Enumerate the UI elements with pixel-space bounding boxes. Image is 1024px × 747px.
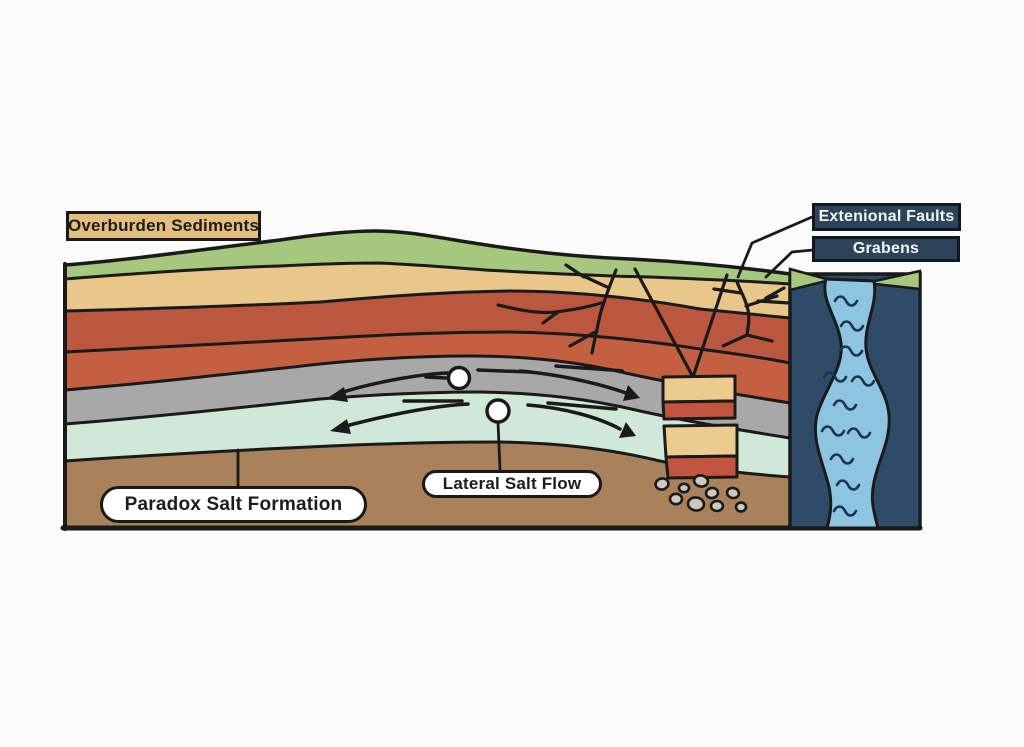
salt-flow-arrows [338, 364, 628, 431]
flow-arrowheads [326, 385, 640, 438]
leader-grabens [764, 248, 815, 279]
flow-line [424, 375, 448, 380]
layer-redbed-upper [65, 291, 790, 363]
flow-arrow-mint-right [526, 403, 622, 431]
leader-extensional-faults [736, 215, 814, 279]
layer-surface-green [65, 231, 790, 284]
fault-lines [496, 263, 791, 379]
flow-line [546, 401, 618, 411]
river [813, 277, 891, 530]
surface-cap-right [865, 269, 922, 291]
graben-block-upper-tan [661, 374, 737, 404]
canyon-block [788, 267, 922, 530]
graben-blocks [661, 374, 739, 480]
layer-redbed-lower [65, 332, 790, 403]
salt-flow-markers [446, 365, 511, 424]
paradox-salt-formation-label: Paradox Salt Formation [100, 486, 367, 523]
overburden-sediments-text: Overburden Sediments [67, 216, 260, 235]
leader-lines [236, 215, 815, 488]
flow-line [554, 364, 624, 373]
water-ripple-icons [820, 295, 876, 517]
fault-v-right [691, 273, 729, 379]
grabens-label: Grabens [812, 236, 960, 262]
graben-block-upper-red [661, 399, 737, 421]
grabens-text: Grabens [852, 240, 920, 257]
graben-block-lower-tan [662, 423, 739, 459]
fault-tree-left [590, 268, 618, 355]
pebbles [654, 474, 748, 513]
overburden-sediments-label: Overburden Sediments [66, 211, 261, 241]
marker-circle-lower [485, 398, 511, 424]
lateral-salt-flow-label: Lateral Salt Flow [422, 470, 602, 498]
flow-line [476, 368, 532, 374]
extensional-faults-label: Extenional Faults [812, 203, 961, 231]
leader-lateral [496, 420, 502, 472]
graben-block-lower-red [664, 454, 739, 480]
extensional-faults-text: Extenional Faults [818, 208, 955, 225]
layer-caprock-gray [65, 356, 790, 438]
paradox-salt-formation-text: Paradox Salt Formation [124, 493, 343, 515]
fault-v-left [633, 267, 695, 379]
fault-tree-right [735, 280, 751, 337]
lateral-salt-flow-text: Lateral Salt Flow [442, 474, 582, 493]
flow-arrow-mint-left [344, 402, 470, 428]
marker-circle-upper [446, 365, 472, 391]
layer-salt-mint [65, 392, 790, 477]
surface-cap-left [788, 267, 836, 292]
flow-arrow-gray-left [338, 371, 450, 395]
